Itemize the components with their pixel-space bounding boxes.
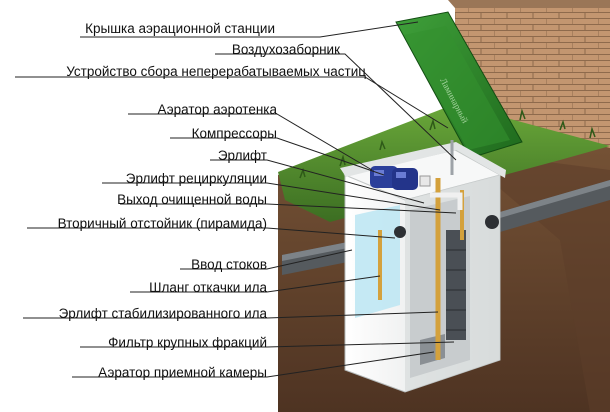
label-clean-water-outlet: Выход очищенной воды bbox=[117, 192, 267, 207]
label-air-intake: Воздухозаборник bbox=[231, 42, 340, 57]
label-airlift: Эрлифт bbox=[217, 148, 267, 163]
label-compressors: Компрессоры bbox=[191, 126, 277, 141]
label-stabilized-sludge-airlift: Эрлифт стабилизированного ила bbox=[58, 306, 267, 321]
label-receiving-chamber-aerator: Аэратор приемной камеры bbox=[98, 365, 267, 380]
label-sewage-inlet: Ввод стоков bbox=[191, 257, 267, 272]
label-aerotank-aerator: Аэратор аэротенка bbox=[157, 102, 277, 117]
label-lid: Крышка аэрационной станции bbox=[85, 21, 275, 36]
compressors bbox=[370, 166, 431, 190]
label-secondary-settler: Вторичный отстойник (пирамида) bbox=[57, 216, 267, 231]
label-particle-collector: Устройство сбора неперерабатываемых част… bbox=[66, 64, 366, 79]
internal-pipes bbox=[378, 140, 499, 360]
label-recirculation-airlift: Эрлифт рециркуляции bbox=[125, 171, 267, 186]
leader-lines bbox=[15, 21, 457, 378]
label-sludge-hose: Шланг откачки ила bbox=[149, 280, 267, 295]
label-coarse-filter: Фильтр крупных фракций bbox=[108, 335, 267, 350]
